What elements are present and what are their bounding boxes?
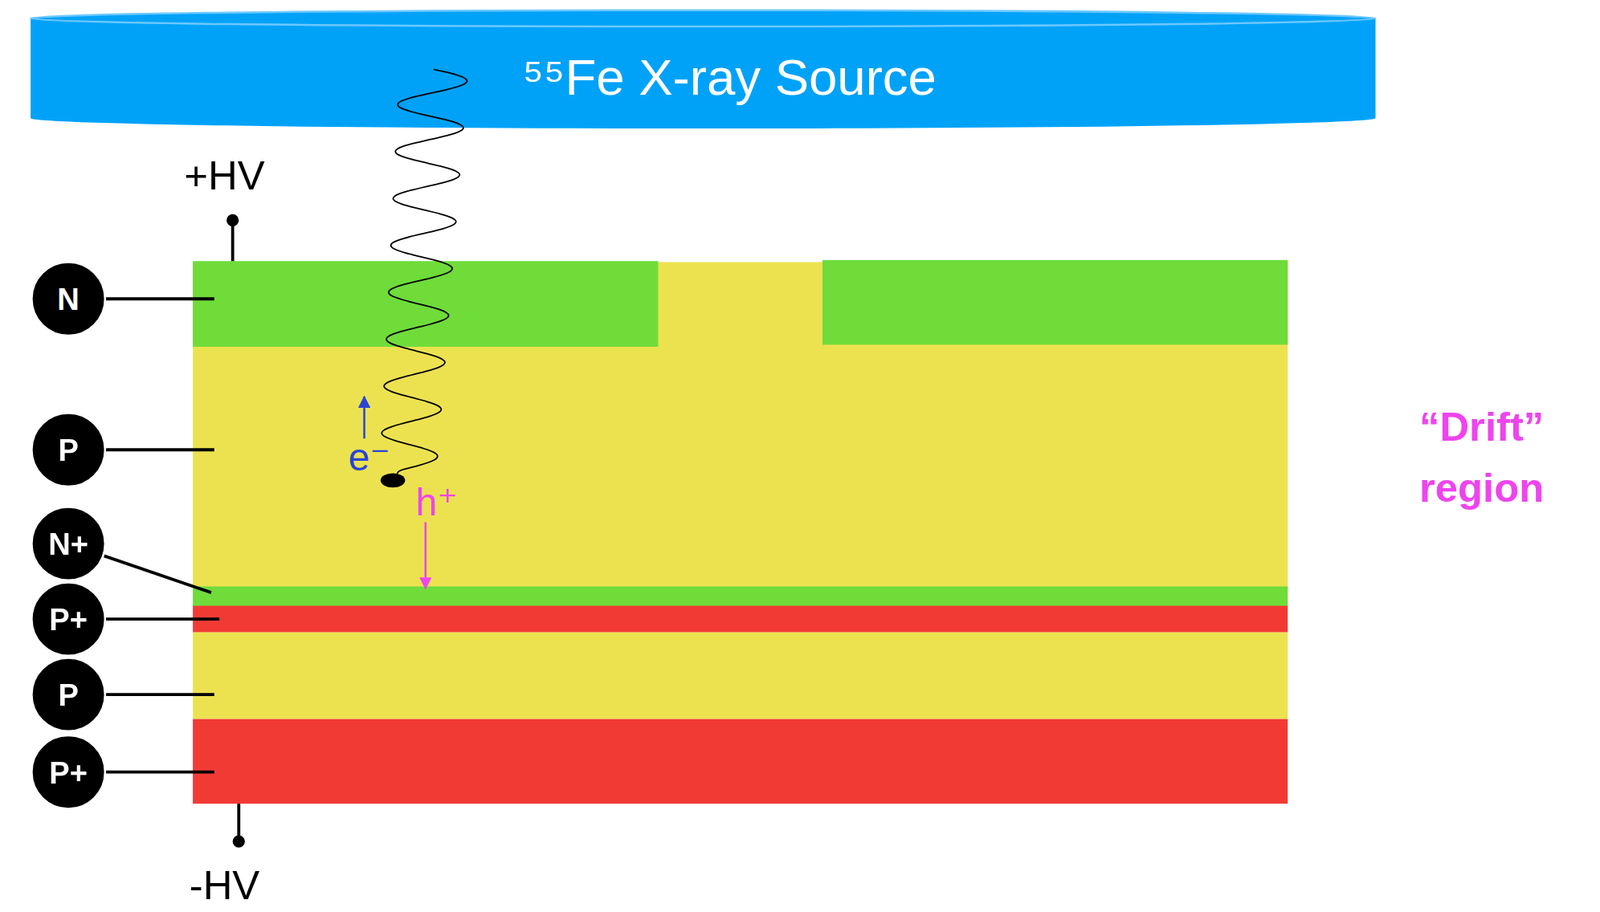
- p-plus-substrate: [192, 719, 1288, 805]
- layer-callout-circle: P: [30, 412, 107, 488]
- layer-name: P: [57, 432, 78, 467]
- layer-callout-circle: P: [30, 657, 107, 733]
- layer-name: N: [57, 281, 80, 316]
- hv-terminal: [226, 214, 245, 849]
- voltage-label: -HV: [189, 863, 261, 909]
- p-plus-layer: [192, 606, 1288, 633]
- hole-label: h⁺: [416, 482, 458, 522]
- source-disc: [30, 10, 1376, 129]
- layer-name: N+: [48, 526, 89, 561]
- n-layer: [192, 261, 658, 347]
- layer-name: P+: [48, 755, 88, 790]
- xray-photon-wave: [381, 69, 467, 480]
- source-name: ⁵⁵Fe X-ray Source: [522, 49, 937, 107]
- layer-name: P+: [48, 602, 88, 637]
- layer-callout-circle: N: [30, 261, 107, 337]
- electron-label: e⁻: [348, 437, 391, 477]
- source-label-box: ⁵⁵Fe X-ray Source: [474, 41, 985, 114]
- n-layer: [822, 260, 1288, 345]
- hole-arrow: [424, 522, 427, 589]
- n-plus-layer: [192, 586, 1288, 607]
- layer-name: P: [57, 677, 78, 712]
- p-layer: [192, 632, 1288, 720]
- layer-callout-circle: N+: [30, 506, 107, 582]
- layer-callout-circle: P+: [30, 734, 107, 811]
- layer-callout-circle: P+: [30, 581, 107, 658]
- voltage-label: +HV: [183, 153, 265, 199]
- electron-arrow: [363, 396, 366, 439]
- xray-photon-wave: [381, 69, 467, 480]
- region-label: “Drift” region: [1384, 395, 1579, 519]
